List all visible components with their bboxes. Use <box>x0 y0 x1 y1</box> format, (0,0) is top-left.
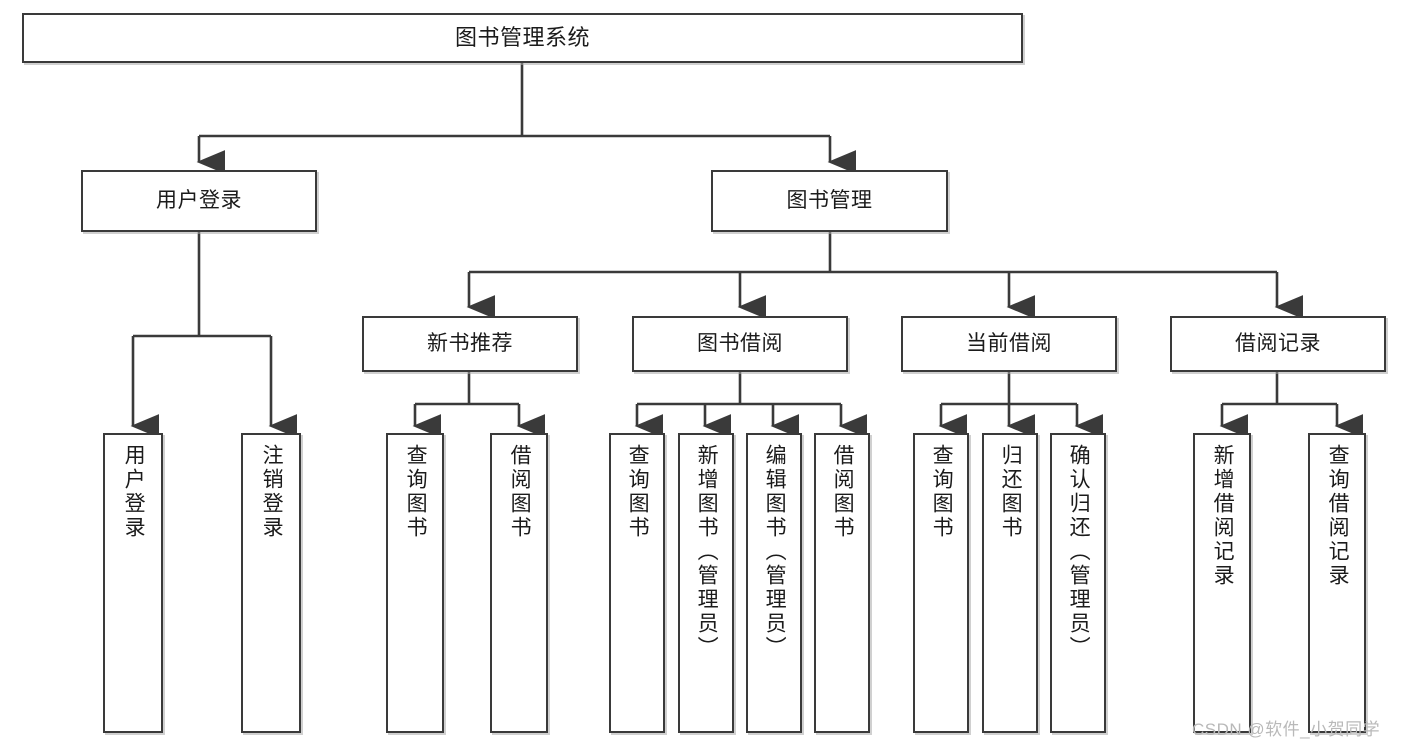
node-label: 图书管理 <box>786 188 873 212</box>
node-leaf-return-book[interactable]: 归还图书 <box>982 433 1038 733</box>
node-leaf-edit-book-admin[interactable]: 编辑图书（管理员） <box>746 433 802 733</box>
node-label: 确认归还（管理员） <box>1067 444 1091 660</box>
node-label: 查询图书 <box>626 444 650 540</box>
node-label: 新增借阅记录 <box>1211 444 1235 588</box>
node-current-borrow[interactable]: 当前借阅 <box>901 316 1117 372</box>
node-leaf-query-book-current[interactable]: 查询图书 <box>913 433 969 733</box>
node-label: 注销登录 <box>260 444 284 540</box>
watermark-text: CSDN @软件_小贺同学 <box>1192 720 1381 739</box>
node-leaf-query-book-borrow[interactable]: 查询图书 <box>609 433 665 733</box>
node-label: 归还图书 <box>999 444 1023 540</box>
node-label: 借阅图书 <box>508 444 532 540</box>
node-label: 当前借阅 <box>966 331 1052 355</box>
node-book-management[interactable]: 图书管理 <box>711 170 948 232</box>
node-leaf-confirm-return-admin[interactable]: 确认归还（管理员） <box>1050 433 1106 733</box>
node-label: 用户登录 <box>122 444 146 540</box>
node-leaf-borrow-book-recommend[interactable]: 借阅图书 <box>490 433 548 733</box>
node-leaf-borrow-book[interactable]: 借阅图书 <box>814 433 870 733</box>
node-label: 查询图书 <box>404 444 428 540</box>
node-book-borrow[interactable]: 图书借阅 <box>632 316 848 372</box>
node-label: 用户登录 <box>156 188 242 212</box>
node-label: 图书借阅 <box>697 331 783 355</box>
node-leaf-logout[interactable]: 注销登录 <box>241 433 301 733</box>
node-borrow-record[interactable]: 借阅记录 <box>1170 316 1386 372</box>
node-leaf-query-borrow-record[interactable]: 查询借阅记录 <box>1308 433 1366 733</box>
node-leaf-user-login[interactable]: 用户登录 <box>103 433 163 733</box>
node-label: 新增图书（管理员） <box>695 444 719 660</box>
node-label: 借阅记录 <box>1235 331 1321 355</box>
node-label: 借阅图书 <box>831 444 855 540</box>
node-label: 图书管理系统 <box>454 25 590 51</box>
node-label: 新书推荐 <box>427 331 513 355</box>
node-leaf-query-book-recommend[interactable]: 查询图书 <box>386 433 444 733</box>
node-root-book-management-system[interactable]: 图书管理系统 <box>22 13 1023 63</box>
node-label: 编辑图书（管理员） <box>763 444 787 660</box>
node-leaf-add-book-admin[interactable]: 新增图书（管理员） <box>678 433 734 733</box>
node-new-book-recommend[interactable]: 新书推荐 <box>362 316 578 372</box>
node-label: 查询借阅记录 <box>1326 444 1350 588</box>
node-user-login[interactable]: 用户登录 <box>81 170 317 232</box>
node-label: 查询图书 <box>930 444 954 540</box>
node-leaf-add-borrow-record[interactable]: 新增借阅记录 <box>1193 433 1251 733</box>
